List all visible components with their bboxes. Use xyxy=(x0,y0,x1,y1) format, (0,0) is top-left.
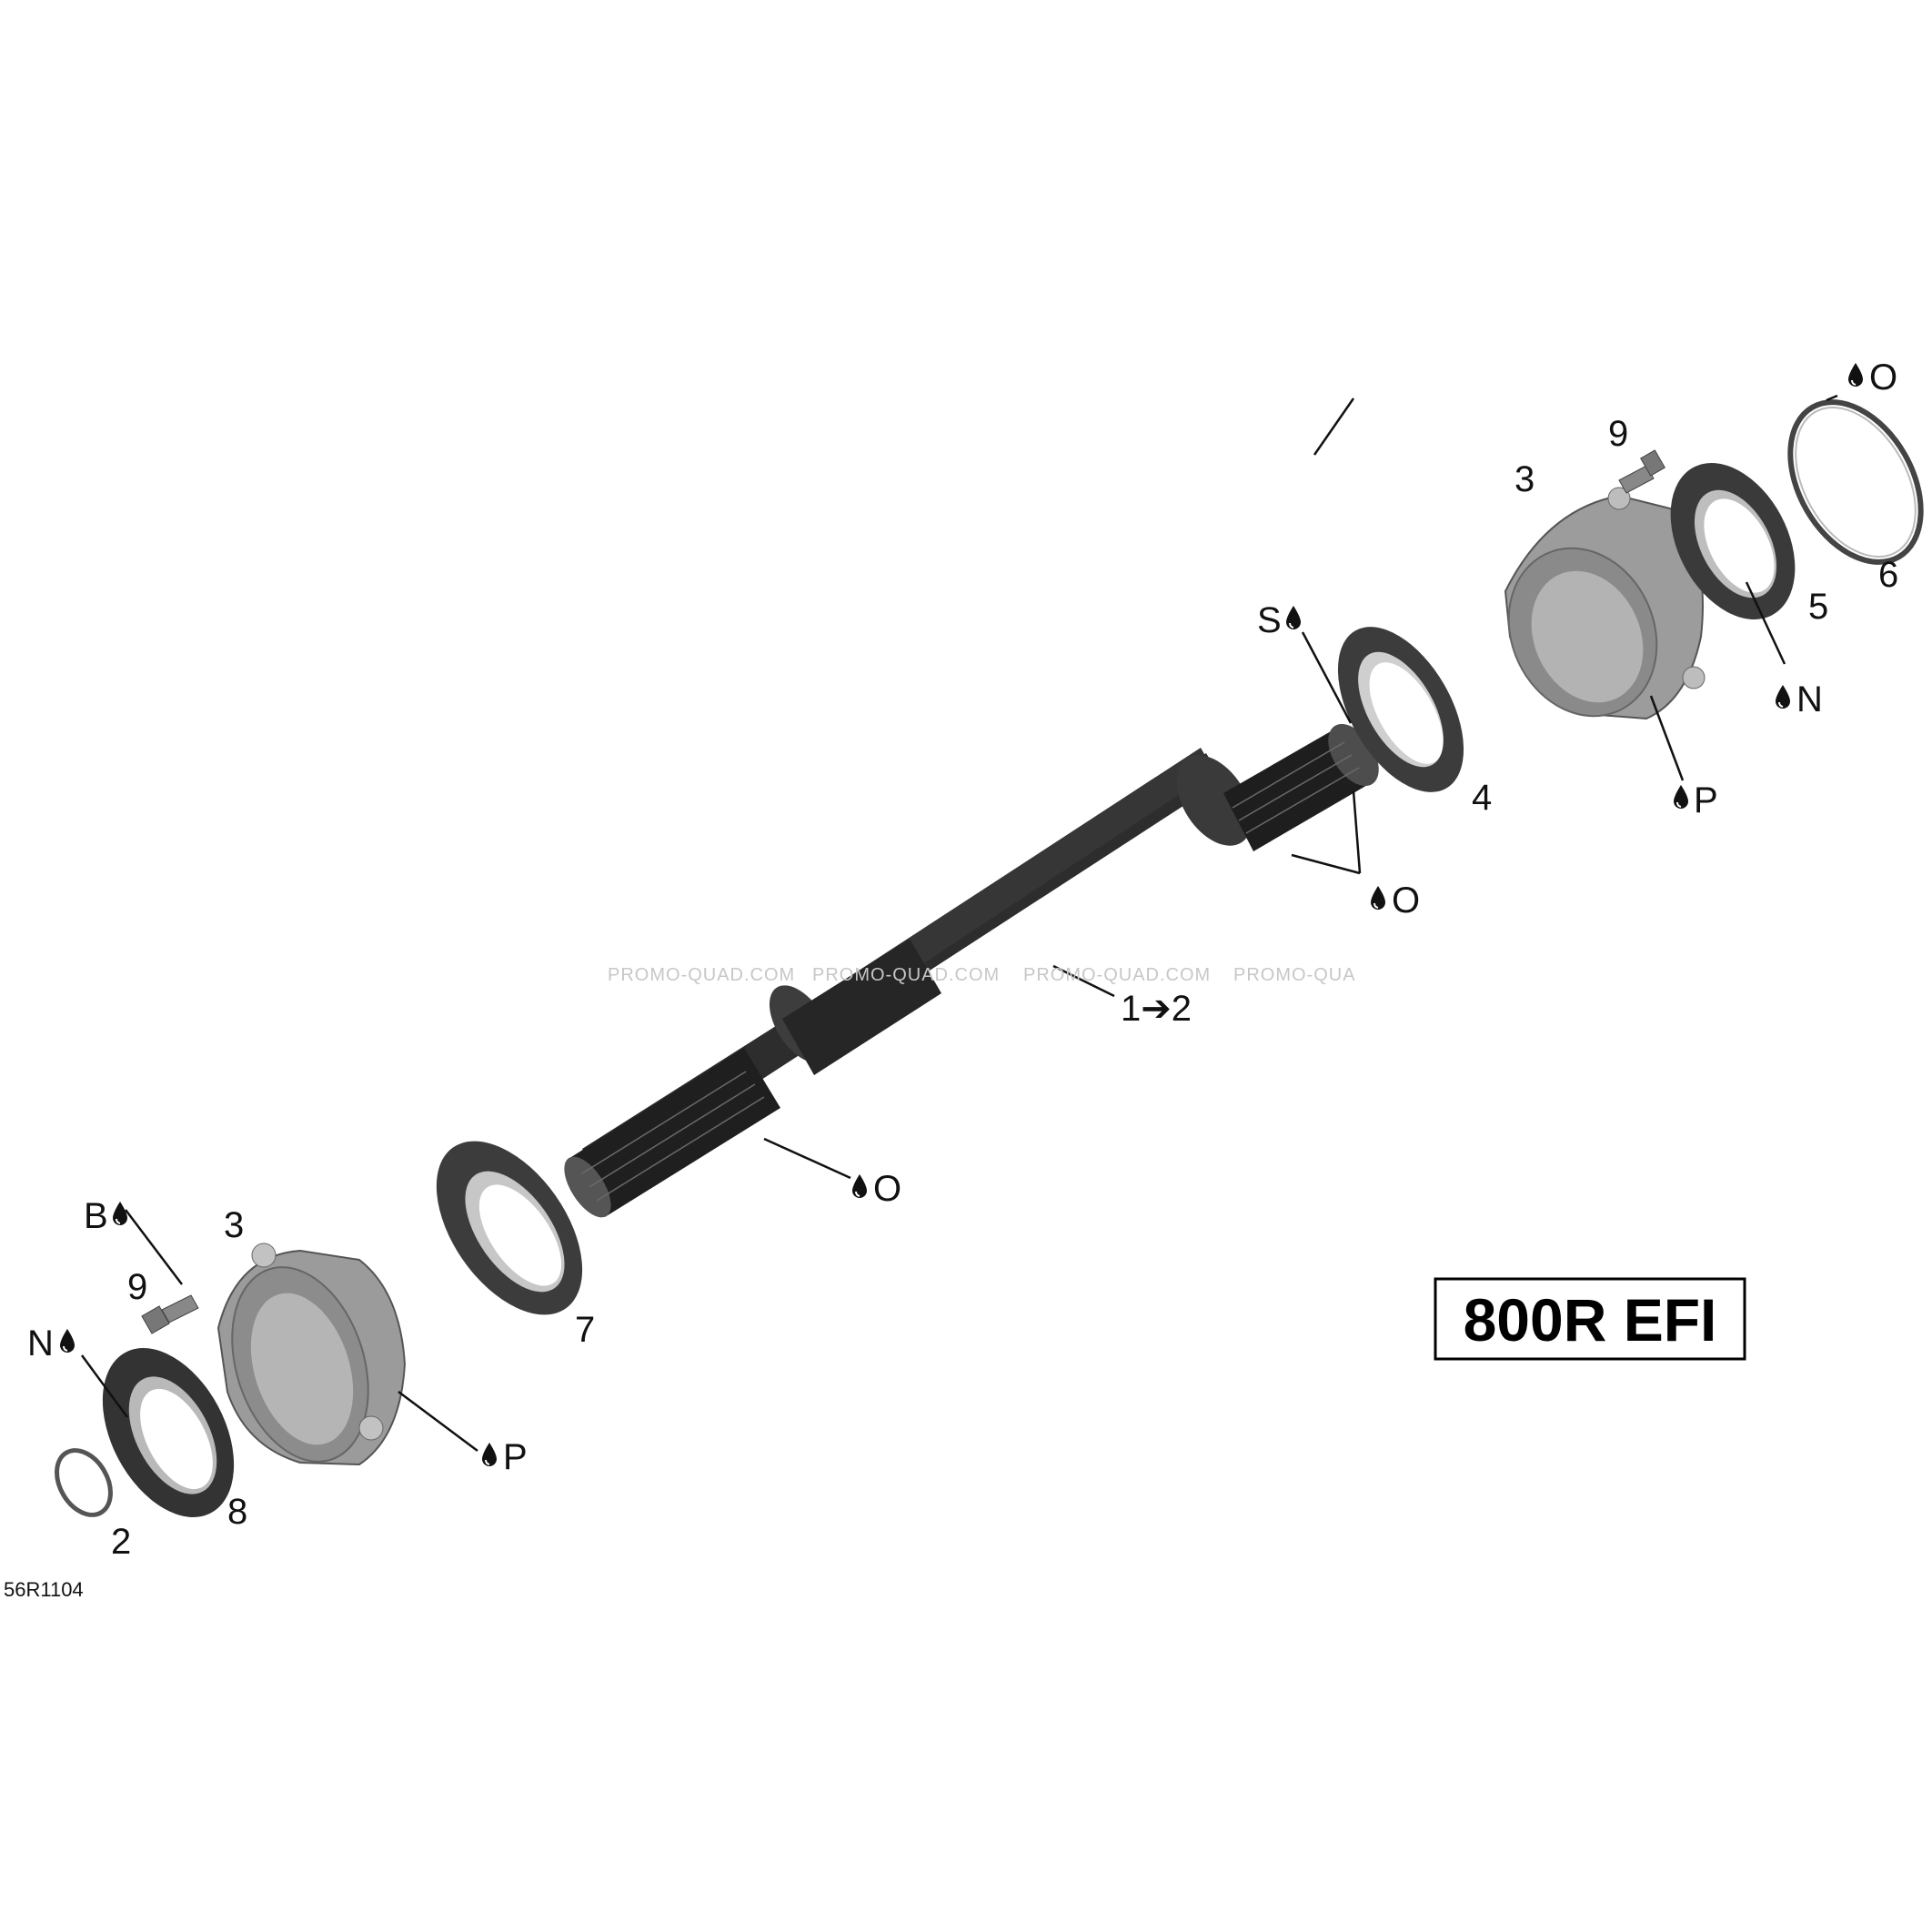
bearing-housing-part-3-right xyxy=(1504,487,1706,720)
drive-shaft xyxy=(564,723,1379,1218)
label-part-5: 5 xyxy=(1808,587,1828,627)
reference-code: 56R1104 xyxy=(4,1578,84,1601)
label-part-9-left: 9 xyxy=(127,1267,147,1307)
model-title-box: 800R EFI xyxy=(1434,1277,1746,1361)
label-oil-b: B xyxy=(84,1196,108,1236)
watermark-1: PROMO-QUAD.COM xyxy=(608,965,795,985)
label-part-9-right: 9 xyxy=(1608,414,1628,454)
oil-drop-icon xyxy=(1673,784,1689,810)
bearing-housing-part-3-left xyxy=(216,1243,407,1466)
watermark-2: PROMO-QUAD.COM xyxy=(812,965,1000,985)
label-part-4: 4 xyxy=(1472,778,1492,818)
watermark-3: PROMO-QUAD.COM xyxy=(1023,965,1211,985)
oil-drop-icon xyxy=(1285,605,1302,630)
o-ring-part-6 xyxy=(1787,399,1924,565)
oil-drop-icon xyxy=(1370,885,1386,911)
label-oil-p-right: P xyxy=(1694,780,1718,820)
seal-part-4 xyxy=(1337,627,1464,792)
label-oil-n-left: N xyxy=(27,1323,54,1363)
label-shaft-ref: 1➔2 xyxy=(1121,989,1192,1029)
label-oil-n-right: N xyxy=(1796,679,1823,719)
oil-drop-icon xyxy=(59,1328,75,1353)
oil-drop-icon xyxy=(112,1201,128,1226)
label-part-8: 8 xyxy=(227,1492,247,1532)
label-part-6: 6 xyxy=(1878,555,1898,595)
label-part-3-left: 3 xyxy=(224,1205,244,1245)
seal-part-8 xyxy=(102,1348,235,1517)
bolt-part-9-left xyxy=(141,1294,199,1334)
label-oil-o-top-right: O xyxy=(1869,357,1897,397)
oil-drop-icon xyxy=(481,1442,498,1467)
label-part-7: 7 xyxy=(575,1310,595,1350)
watermark-row: PROMO-QUAD.COM PROMO-QUAD.COM PROMO-QUAD… xyxy=(608,965,1356,985)
oil-drop-icon xyxy=(1847,362,1864,387)
oil-drop-icon xyxy=(1775,684,1791,709)
label-oil-o-shaft-end: O xyxy=(1392,880,1420,921)
leader-lines xyxy=(80,394,1838,1453)
bolt-part-9-right xyxy=(1618,449,1665,494)
seal-part-7 xyxy=(436,1141,583,1315)
model-title: 800R EFI xyxy=(1464,1286,1717,1353)
label-part-2: 2 xyxy=(111,1522,131,1562)
oil-drop-icon xyxy=(851,1173,868,1199)
label-oil-p-left: P xyxy=(503,1437,528,1477)
seal-part-5 xyxy=(1670,463,1796,619)
label-oil-s: S xyxy=(1257,600,1282,640)
label-oil-o-shaft-mid: O xyxy=(873,1169,901,1209)
circlip-part-2 xyxy=(55,1448,113,1517)
label-part-3-right: 3 xyxy=(1514,459,1535,499)
watermark-4: PROMO-QUA xyxy=(1233,965,1356,985)
